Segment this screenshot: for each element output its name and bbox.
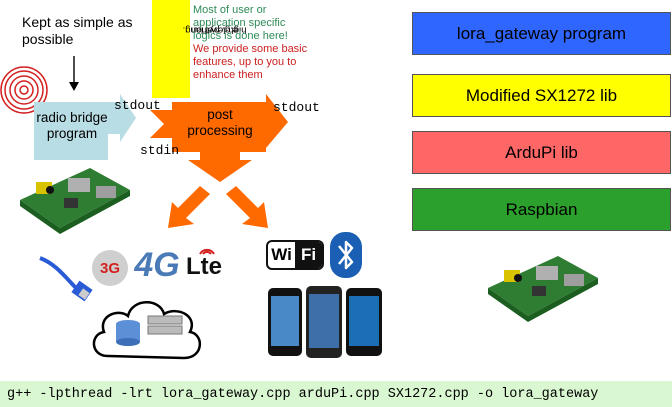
badge-lte-icon: Lte [186, 252, 230, 282]
raspberry-pi-board-image [20, 168, 130, 234]
wifi-label-a: Wi [271, 245, 292, 264]
kept-simple-label: Kept as simple as possible [22, 14, 133, 47]
badge-3g-icon: 3G [92, 250, 128, 286]
post-processing-label: post processing [187, 107, 253, 138]
stack-lora-gateway-label: lora_gateway program [456, 23, 627, 43]
wifi-logo-icon: Wi Fi [266, 240, 324, 270]
raspberry-pi-board-image-right [488, 256, 598, 322]
stack-sx1272-lib-label: Modified SX1272 lib [465, 85, 618, 105]
stack-sx1272-lib: Modified SX1272 lib [412, 74, 671, 117]
radio-waves-icon [0, 66, 48, 114]
stack-ardupi-lib: ArduPi lib [412, 131, 671, 174]
left-diag-arrow [168, 186, 210, 228]
high-level-lang-note: high-level lang.e.g. python [152, 0, 246, 98]
badge-4g-label: 4G [134, 245, 180, 284]
stack-raspbian: Raspbian [412, 188, 671, 231]
smartphones-icon [268, 286, 382, 358]
annotation-red: We provide some basic features, up to yo… [193, 43, 308, 81]
radio-bridge-box [34, 102, 108, 160]
badge-lte-label: Lte [186, 253, 222, 280]
bluetooth-icon [330, 232, 362, 278]
stdout-left-label: stdout [114, 98, 161, 113]
stack-raspbian-label: Raspbian [505, 199, 578, 219]
post-processing-annotation: Most of user or application specific log… [193, 4, 311, 82]
down-flow-arrow [188, 152, 252, 182]
wifi-label-b: Fi [295, 242, 322, 268]
ethernet-cable-icon [39, 256, 93, 302]
post-processing-arrow [150, 94, 288, 152]
right-diag-arrow [226, 186, 268, 228]
badge-3g-label: 3G [99, 259, 120, 277]
cloud-servers-icon [92, 301, 201, 360]
stack-ardupi-lib-label: ArduPi lib [505, 142, 578, 162]
compile-command: g++ -lpthread -lrt lora_gateway.cpp ardu… [0, 381, 672, 407]
signal-waves-icon [199, 248, 215, 255]
stack-lora-gateway: lora_gateway program [412, 12, 671, 55]
radio-bridge-label: radio bridge program [36, 110, 108, 141]
stdout-right-label: stdout [273, 100, 320, 115]
badge-4g-icon: 4G [132, 240, 182, 290]
annotation-green: Most of user or application specific log… [193, 4, 288, 42]
down-arrow [69, 56, 79, 91]
stdin-label: stdin [140, 143, 180, 158]
flow-diagram [34, 94, 288, 228]
